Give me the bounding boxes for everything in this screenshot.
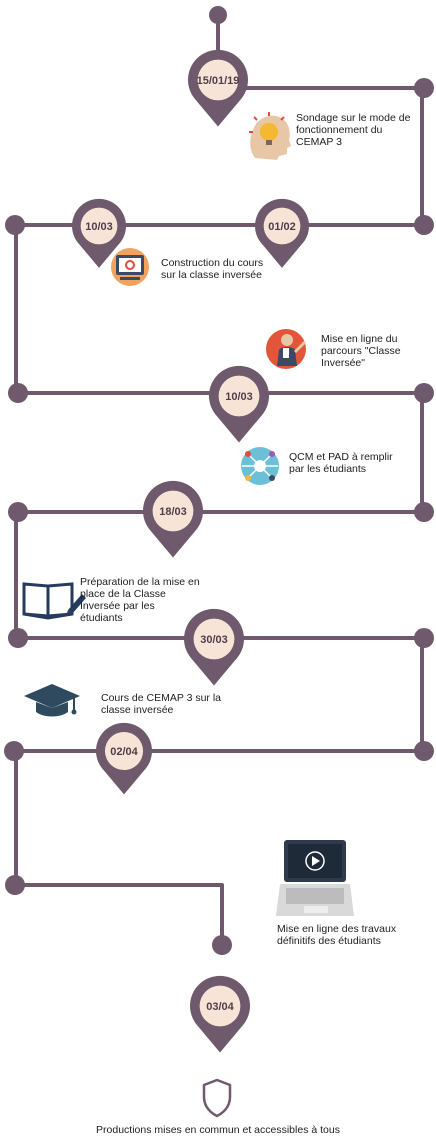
timeline-dot — [5, 215, 25, 235]
head-lightbulb-icon — [249, 112, 291, 160]
map-pin-center — [152, 490, 194, 532]
timeline-dot — [414, 78, 434, 98]
milestone-caption: Construction du cours sur la classe inve… — [161, 257, 264, 281]
map-pin-center — [218, 375, 260, 417]
milestone-date: 10/03 — [225, 391, 253, 403]
timeline-dot — [8, 502, 28, 522]
milestone-caption: Cours de CEMAP 3 sur la classe inversée — [101, 692, 222, 716]
map-pin-center — [263, 207, 301, 245]
milestone-caption: Mise en ligne des travaux définitifs des… — [277, 923, 397, 947]
screen-settings-icon — [111, 248, 149, 286]
map-pin-center — [199, 985, 241, 1027]
timeline-dot — [414, 215, 434, 235]
map-pin-center — [104, 731, 144, 771]
map-pin-center — [80, 207, 118, 245]
milestone-caption: Productions mises en commun et accessibl… — [96, 1124, 340, 1136]
milestone-date: 10/03 — [85, 221, 113, 233]
shield-icon — [202, 1078, 232, 1118]
map-pin-center — [197, 59, 239, 101]
graduation-cap-icon — [24, 684, 80, 717]
timeline-dot — [209, 6, 227, 24]
timeline-dot — [414, 383, 434, 403]
milestone-caption: Préparation de la mise en place de la Cl… — [80, 576, 200, 624]
milestone-caption: Mise en ligne du parcours "Classe Invers… — [321, 333, 401, 369]
milestone-date: 01/02 — [268, 221, 296, 233]
milestone-date: 15/01/19 — [196, 75, 240, 87]
timeline-dot — [414, 628, 434, 648]
network-icon — [241, 447, 279, 485]
timeline-dot — [8, 383, 28, 403]
laptop-video-icon — [276, 840, 354, 916]
presenter-icon — [266, 329, 307, 369]
timeline-dot — [4, 741, 24, 761]
timeline-dot — [414, 502, 434, 522]
milestone-caption: Sondage sur le mode de fonctionnement du… — [296, 112, 411, 148]
map-pin-center — [193, 618, 235, 660]
book-pencil-icon — [22, 582, 86, 620]
milestone-date: 18/03 — [159, 506, 187, 518]
milestone-caption: QCM et PAD à remplir par les étudiants — [289, 451, 393, 475]
timeline-dots — [4, 6, 434, 955]
timeline-dot — [212, 935, 232, 955]
timeline-dot — [8, 628, 28, 648]
timeline-dot — [414, 741, 434, 761]
timeline-dot — [5, 875, 25, 895]
timeline-path — [14, 12, 424, 947]
milestone-date: 02/04 — [110, 746, 138, 758]
milestone-date: 03/04 — [206, 1001, 234, 1013]
milestone-date: 30/03 — [200, 634, 228, 646]
